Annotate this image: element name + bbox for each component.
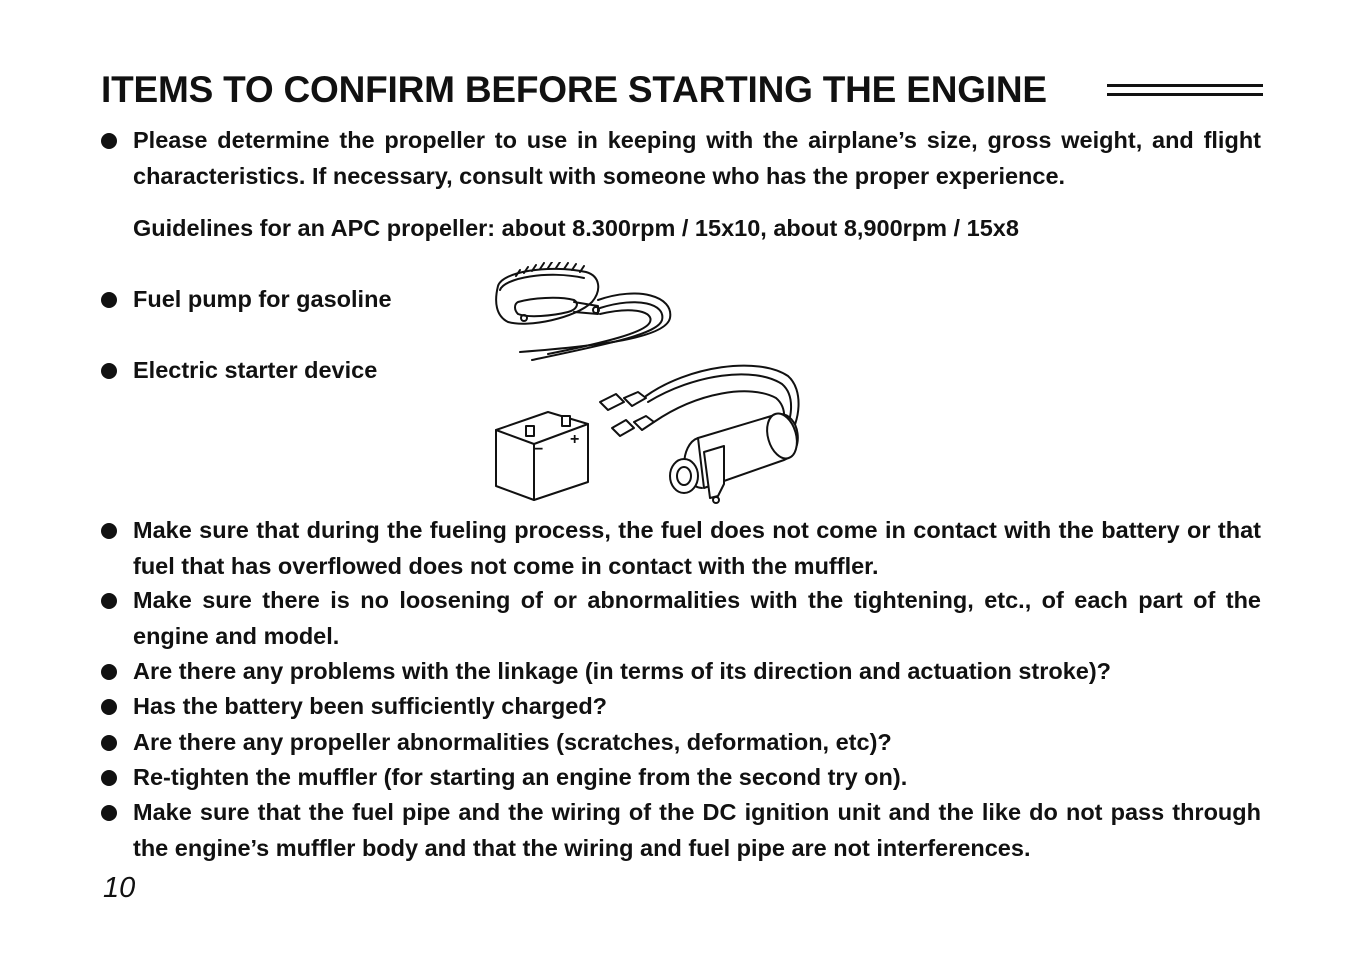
section-header: ITEMS TO CONFIRM BEFORE STARTING THE ENG… [101,68,1263,116]
title-rule-bottom [1107,93,1263,96]
checklist-item-battery: Has the battery been sufficiently charge… [101,689,1261,725]
checklist-item-propeller: Are there any propeller abnormalities (s… [101,725,1261,761]
equipment-item-label: Fuel pump for gasoline [133,286,392,312]
checklist-item-wiring: Make sure that the fuel pipe and the wir… [101,795,1261,866]
intro-bullet-text: Please determine the propeller to use in… [133,127,1261,189]
checklist-item-tightening: Make sure there is no loosening of or ab… [101,583,1261,654]
checklist-item-text: Make sure there is no loosening of or ab… [133,587,1261,649]
intro-bullet: Please determine the propeller to use in… [101,123,1261,194]
bullet-dot-icon [101,770,117,786]
page-title: ITEMS TO CONFIRM BEFORE STARTING THE ENG… [101,69,1047,110]
checklist-item-fueling: Make sure that during the fueling proces… [101,513,1261,584]
title-rule-top [1107,84,1263,87]
equipment-item-label: Electric starter device [133,357,378,383]
bullet-dot-icon [101,133,117,149]
starter-motor-icon [669,412,799,504]
propeller-guidelines: Guidelines for an APC propeller: about 8… [133,215,1019,241]
checklist-item-text: Has the battery been sufficiently charge… [133,693,608,719]
checklist-item-text: Are there any propeller abnormalities (s… [133,729,892,755]
checklist-item-text: Re-tighten the muffler (for starting an … [133,764,908,790]
checklist-item-text: Make sure that during the fueling proces… [133,517,1261,579]
bullet-dot-icon [101,664,117,680]
checklist-item-muffler: Re-tighten the muffler (for starting an … [101,760,1261,796]
fuel-pump-icon [495,262,672,361]
bullet-dot-icon [101,292,117,308]
bullet-dot-icon [101,593,117,609]
bullet-dot-icon [101,735,117,751]
checklist-item-text: Make sure that the fuel pipe and the wir… [133,799,1261,861]
page-number: 10 [103,872,136,904]
checklist-item-text: Are there any problems with the linkage … [133,658,1112,684]
equipment-item-fuel-pump: Fuel pump for gasoline [101,282,392,317]
bullet-dot-icon [101,699,117,715]
bullet-dot-icon [101,363,117,379]
checklist-item-linkage: Are there any problems with the linkage … [101,654,1261,690]
bullet-dot-icon [101,523,117,539]
battery-minus-label: − [534,441,543,458]
equipment-illustration: + − [495,262,800,504]
battery-plus-label: + [570,431,579,448]
equipment-item-electric-starter: Electric starter device [101,353,377,388]
bullet-dot-icon [101,805,117,821]
battery-icon: + − [495,411,589,501]
